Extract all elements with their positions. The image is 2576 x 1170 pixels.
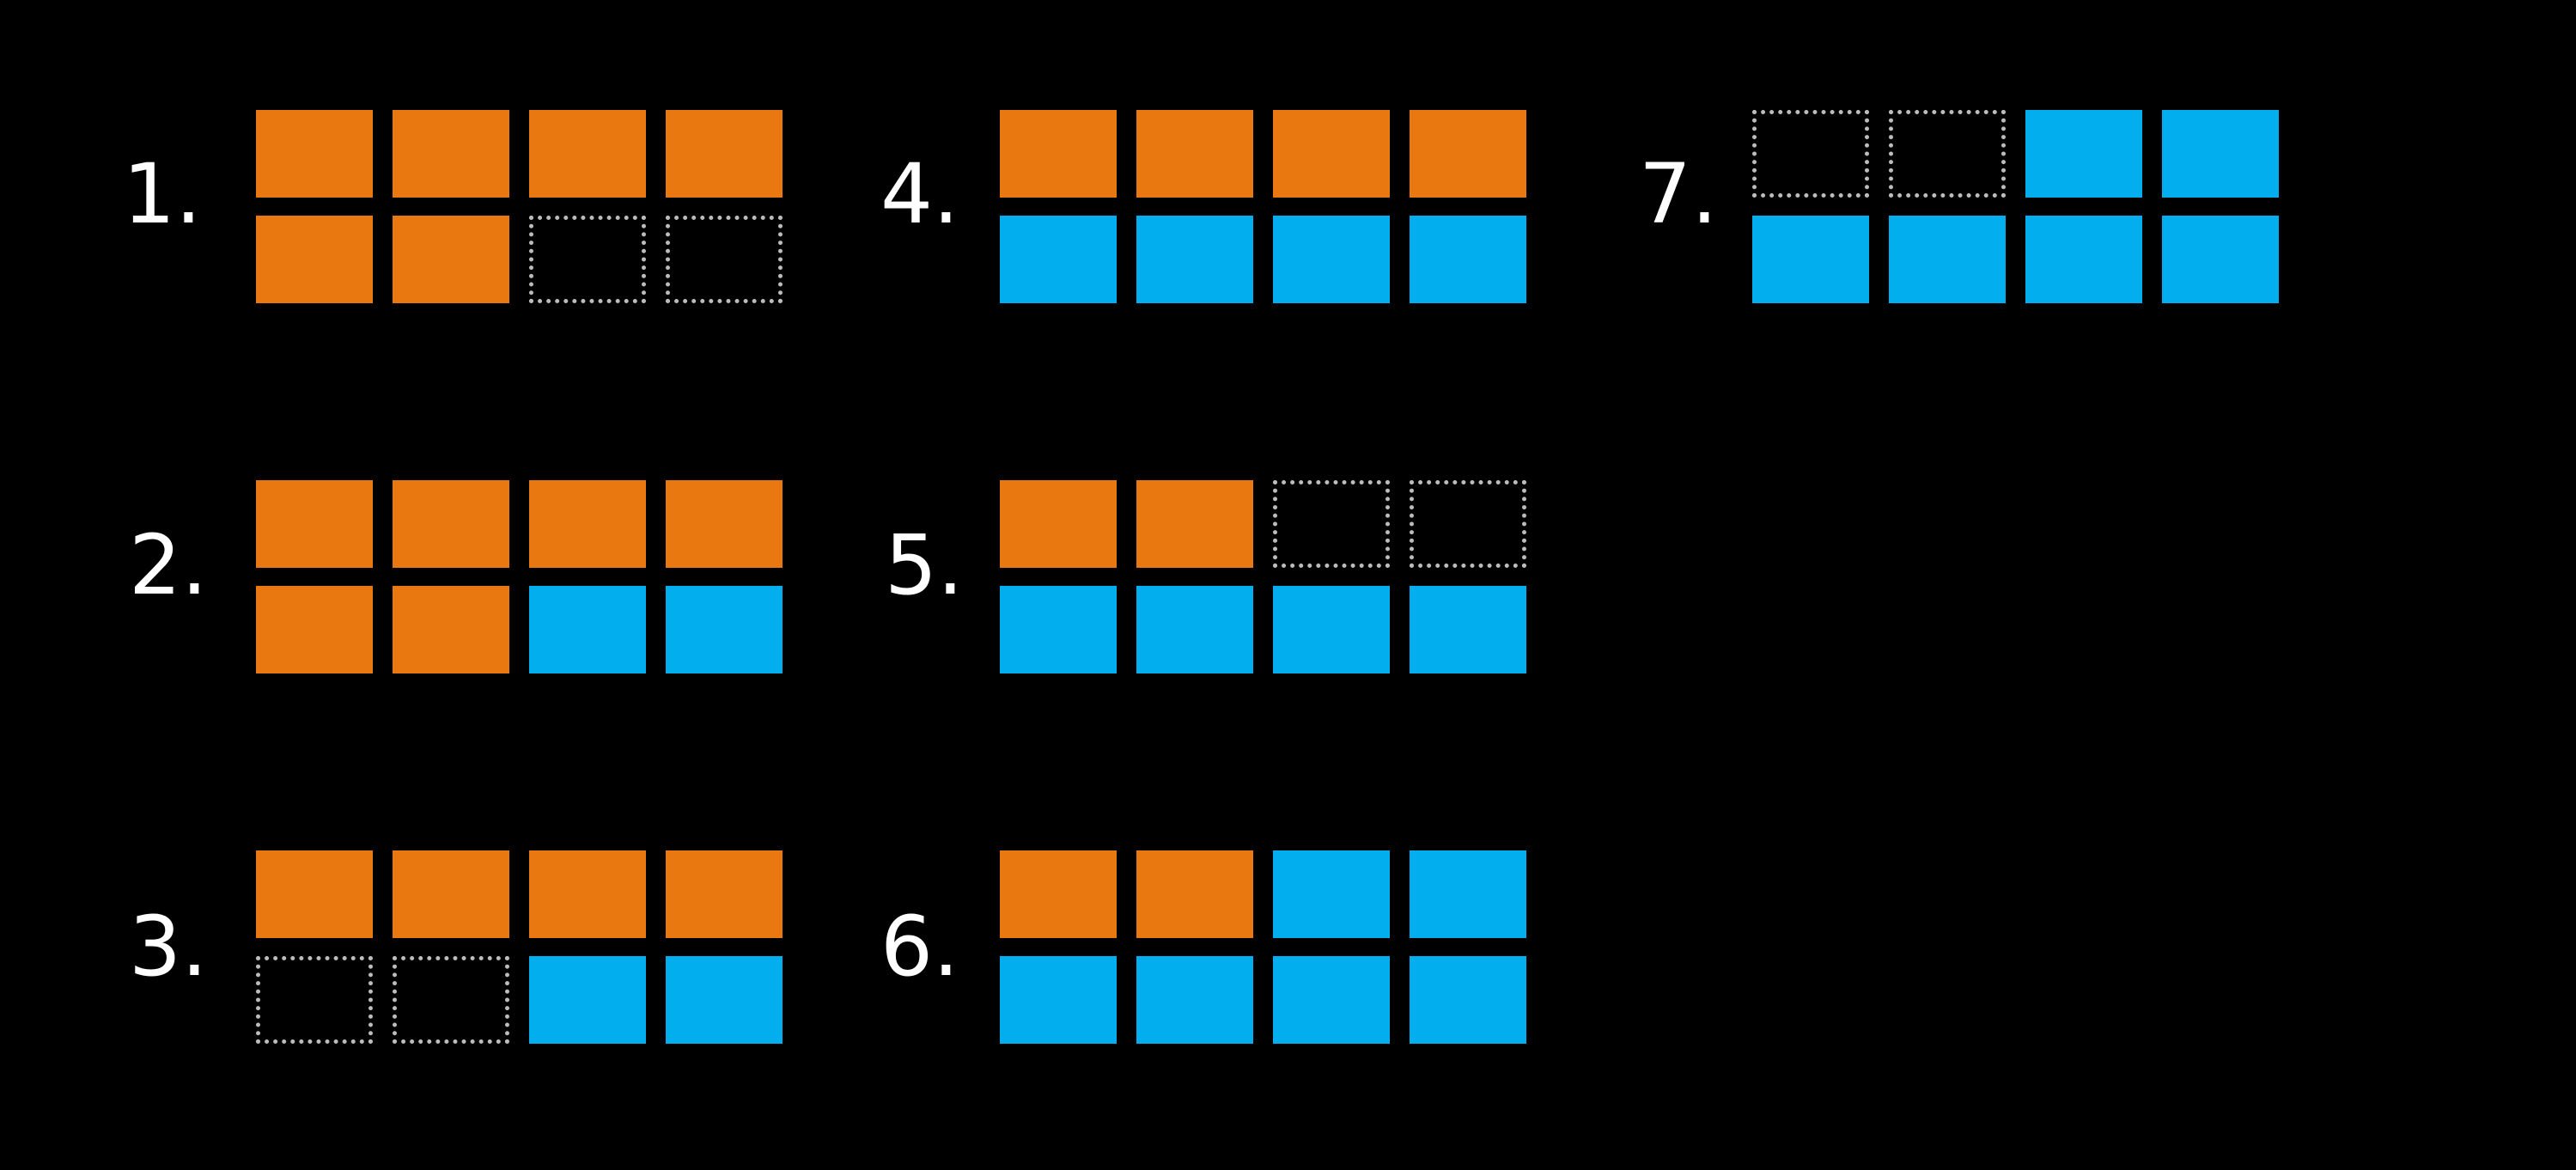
orange-block	[529, 480, 646, 568]
blue-block	[1273, 956, 1390, 1044]
orange-block	[529, 850, 646, 938]
step-7-grid	[1752, 110, 2279, 303]
blue-block	[1410, 850, 1526, 938]
step-4-grid	[1000, 110, 1526, 303]
step-1-grid	[256, 110, 783, 303]
blue-block	[1410, 216, 1526, 303]
blue-block	[2025, 110, 2142, 198]
orange-block	[393, 850, 509, 938]
step-5-grid	[1000, 480, 1526, 673]
orange-block	[1000, 110, 1117, 198]
blue-block	[1000, 586, 1117, 673]
orange-block	[393, 216, 509, 303]
orange-block	[666, 110, 783, 198]
blue-block	[1889, 216, 2006, 303]
blue-block	[1136, 586, 1253, 673]
orange-block	[1000, 850, 1117, 938]
empty-block	[1273, 480, 1390, 568]
orange-block	[1136, 110, 1253, 198]
blue-block	[1273, 850, 1390, 938]
empty-block	[666, 216, 783, 303]
blue-block	[666, 956, 783, 1044]
blue-block	[1273, 586, 1390, 673]
step-5-label: 5.	[885, 517, 964, 613]
orange-block	[393, 586, 509, 673]
empty-block	[529, 216, 646, 303]
empty-block	[393, 956, 509, 1044]
blue-block	[1410, 956, 1526, 1044]
blue-block	[1410, 586, 1526, 673]
orange-block	[256, 480, 373, 568]
blue-block	[1000, 216, 1117, 303]
blue-block	[529, 956, 646, 1044]
blue-block	[1136, 956, 1253, 1044]
blue-block	[2162, 110, 2279, 198]
orange-block	[393, 480, 509, 568]
orange-block	[1273, 110, 1390, 198]
step-1-label: 1.	[123, 146, 202, 242]
blue-block	[1136, 216, 1253, 303]
empty-block	[1889, 110, 2006, 198]
orange-block	[1000, 480, 1117, 568]
blue-block	[529, 586, 646, 673]
step-4-label: 4.	[880, 146, 959, 242]
orange-block	[529, 110, 646, 198]
orange-block	[1136, 850, 1253, 938]
empty-block	[1752, 110, 1869, 198]
orange-block	[666, 850, 783, 938]
blue-block	[1752, 216, 1869, 303]
orange-block	[666, 480, 783, 568]
step-6-grid	[1000, 850, 1526, 1044]
orange-block	[256, 586, 373, 673]
orange-block	[256, 110, 373, 198]
orange-block	[393, 110, 509, 198]
blue-block	[666, 586, 783, 673]
step-7-label: 7.	[1639, 146, 1718, 242]
orange-block	[256, 216, 373, 303]
blue-block	[1273, 216, 1390, 303]
step-3-grid	[256, 850, 783, 1044]
blue-block	[1000, 956, 1117, 1044]
step-2-label: 2.	[129, 517, 208, 613]
orange-block	[1136, 480, 1253, 568]
empty-block	[1410, 480, 1526, 568]
orange-block	[1410, 110, 1526, 198]
step-6-label: 6.	[880, 899, 959, 995]
orange-block	[256, 850, 373, 938]
empty-block	[256, 956, 373, 1044]
blue-block	[2025, 216, 2142, 303]
step-3-label: 3.	[129, 899, 208, 995]
step-2-grid	[256, 480, 783, 673]
blue-block	[2162, 216, 2279, 303]
